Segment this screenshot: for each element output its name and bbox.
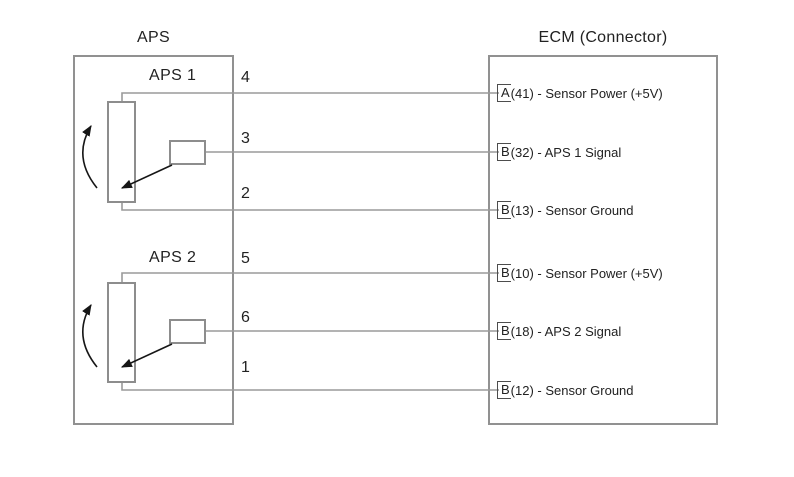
pin-terminal-bracket: B <box>497 381 511 399</box>
pin-description: (41) - Sensor Power (+5V) <box>510 85 663 101</box>
wire-4 <box>121 92 499 102</box>
pin-description: (18) - APS 2 Signal <box>510 323 622 339</box>
aps1-label: APS 1 <box>149 67 197 84</box>
pin-terminal-bracket: B <box>497 322 511 340</box>
wire-number-1: 1 <box>241 359 250 376</box>
wire-number-5: 5 <box>241 250 250 267</box>
wire-5 <box>121 272 499 283</box>
aps1-sensor-symbol <box>82 101 206 203</box>
ecm-box-outline <box>488 55 718 425</box>
aps-box-title: APS <box>137 29 170 46</box>
aps2-sensor-symbol <box>82 282 206 383</box>
pin-terminal-bracket: B <box>497 201 511 219</box>
ecm-pin-b18: B(18) - APS 2 Signal <box>497 322 621 340</box>
pin-description: (13) - Sensor Ground <box>510 202 634 218</box>
pin-terminal-bracket: B <box>497 264 511 282</box>
ecm-pin-b13: B(13) - Sensor Ground <box>497 201 634 219</box>
pin-description: (12) - Sensor Ground <box>510 382 634 398</box>
pin-description: (32) - APS 1 Signal <box>510 144 622 160</box>
aps1-rotation-arrow-icon <box>82 125 98 189</box>
aps1-potentiometer <box>107 101 136 203</box>
pin-terminal-bracket: A <box>497 84 511 102</box>
ecm-pin-a41: A(41) - Sensor Power (+5V) <box>497 84 663 102</box>
pin-description: (10) - Sensor Power (+5V) <box>510 265 663 281</box>
wire-2 <box>121 202 499 211</box>
ecm-box-title: ECM (Connector) <box>538 29 668 46</box>
aps1-wiper-arrow-icon <box>121 164 173 189</box>
aps1-wiper-contact <box>169 140 206 165</box>
ecm-pin-b12: B(12) - Sensor Ground <box>497 381 634 399</box>
aps2-label: APS 2 <box>149 249 197 266</box>
wire-number-3: 3 <box>241 130 250 147</box>
aps2-potentiometer <box>107 282 136 383</box>
wire-number-2: 2 <box>241 185 250 202</box>
aps2-wiper-arrow-icon <box>121 343 173 368</box>
aps-box-outline <box>73 55 234 425</box>
aps2-wiper-contact <box>169 319 206 344</box>
ecm-pin-b32: B(32) - APS 1 Signal <box>497 143 621 161</box>
wire-number-4: 4 <box>241 69 250 86</box>
wire-number-6: 6 <box>241 309 250 326</box>
aps2-rotation-arrow-icon <box>82 304 98 368</box>
wire-1 <box>121 382 499 391</box>
ecm-pin-b10: B(10) - Sensor Power (+5V) <box>497 264 663 282</box>
pin-terminal-bracket: B <box>497 143 511 161</box>
